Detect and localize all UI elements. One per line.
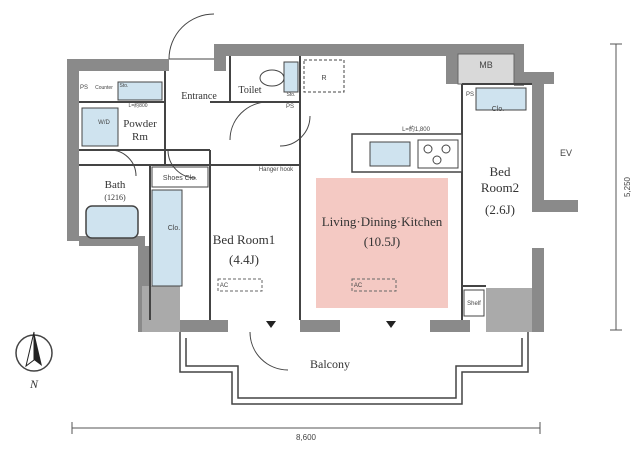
powder-label-line2: Rm [132,131,148,143]
powder-counter [117,81,163,101]
column-left-bottom [142,286,180,332]
door-swings [109,13,311,371]
ps-label-1: PS [80,85,88,91]
entry-arrow-ldk [386,321,396,328]
ldk-size: (10.5J) [364,234,400,249]
stove-icon [417,139,459,169]
column-right-bottom [486,288,532,332]
bath-size: (1216) [104,193,126,202]
washer-area [81,107,119,147]
closet-left [151,189,183,287]
hanger-hook-label: Hanger hook [259,167,294,173]
width-dimension: 8,600 [296,433,317,442]
mb-label: MB [479,60,493,70]
bed2-label-line2: Room2 [481,180,519,195]
bed1-size: (4.4J) [229,252,259,267]
ac-marker-bed1 [217,278,263,292]
interior-walls [79,56,532,320]
sto-label-1: Sto. [120,83,129,89]
bath-label: Bath [105,179,126,191]
ac-label-ldk: AC [354,283,363,289]
compass-north-label: N [29,377,39,391]
bed2-label-line1: Bed [490,164,511,179]
ac-marker-ldk [351,278,397,292]
ps-label-2: PS [286,104,294,110]
toilet-bowl [259,69,285,87]
ev-label: EV [560,148,572,158]
closet-bed2 [475,87,527,111]
wd-label: W/D [98,120,110,126]
ps-label-3: PS [466,92,474,98]
refrigerator-space [303,59,345,93]
bed1-label: Bed Room1 [213,232,275,247]
powder-label-line1: Powder [123,118,157,130]
counter-label: Counter [95,85,113,91]
shelf-box [463,289,485,317]
ac-label-bed1: AC [220,283,229,289]
mb-shaded [457,53,515,85]
powder-length-label: L=約800 [128,102,147,109]
balcony-outline [179,332,529,405]
shoes-closet-label: Shoes Clo. [163,175,197,182]
shelf-label: Shelf [467,301,481,307]
entry-arrow-bed1 [266,321,276,328]
height-dimension: 5,250 [623,176,632,197]
r-label: R [321,75,326,82]
bathtub [85,205,139,239]
kitchen-length-label: L=約1,800 [402,125,431,133]
compass-icon [15,331,53,372]
dimension-lines [71,43,622,434]
sto-label-2: Sto. [287,92,296,98]
balcony-label: Balcony [310,357,350,371]
shoes-closet [151,166,209,188]
ldk-label: Living·Dining·Kitchen [322,214,443,229]
walls [67,44,578,332]
ldk-highlight [316,178,448,308]
closet-bed2-label: Clo. [492,106,505,113]
entrance-label: Entrance [181,91,217,102]
toilet-label: Toilet [238,85,261,96]
kitchen-sink [369,141,411,167]
bed2-size: (2.6J) [485,202,515,217]
closet-left-label: Clo. [168,225,181,232]
toilet-sto [283,61,299,93]
